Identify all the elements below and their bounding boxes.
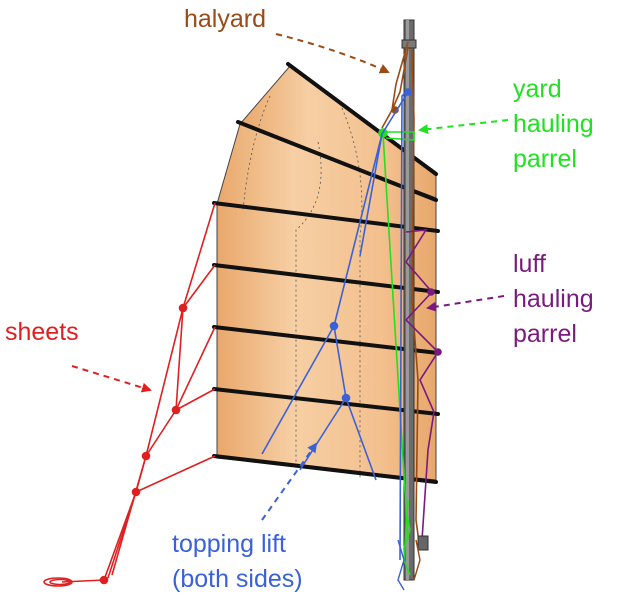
label-sheets-line-1: sheets — [5, 318, 79, 346]
sail-fold-line-1 — [295, 141, 322, 470]
luff-hauling-parrel-rope — [404, 229, 442, 541]
label-topping-lift-line-1: topping lift — [172, 530, 286, 558]
sheets-arrow — [71, 365, 152, 393]
mast — [401, 19, 417, 581]
mast-highlight — [406, 20, 409, 580]
batten-1 — [236, 120, 438, 202]
label-luff-hauling-parrel-line-3: parrel — [513, 320, 577, 348]
label-luff-hauling-parrel-line-2: hauling — [513, 285, 594, 313]
label-halyard: halyard — [184, 2, 266, 37]
mast-foot-fittings — [397, 509, 429, 591]
label-yard-hauling-parrel-line-1: yard — [513, 75, 562, 103]
sheets-rope — [43, 202, 216, 587]
topping-lift-point-2 — [341, 393, 351, 403]
sheet-block-4 — [131, 487, 141, 497]
label-sheets: sheets — [5, 315, 79, 350]
halyard-arrow — [275, 33, 390, 74]
deck-cleat — [417, 535, 429, 551]
label-topping-lift: topping lift (both sides) — [172, 527, 303, 597]
yard-hauling-parrel-arrow — [418, 119, 509, 135]
label-luff-hauling-parrel: luff hauling parrel — [513, 247, 594, 352]
label-yard-hauling-parrel-line-3: parrel — [513, 145, 577, 173]
label-topping-lift-line-2: (both sides) — [172, 565, 303, 593]
sail-fold-line-3 — [242, 95, 271, 211]
luff-parrel-point-2 — [434, 348, 442, 356]
label-yard-hauling-parrel: yard hauling parrel — [513, 72, 594, 177]
luff-hauling-parrel-arrow — [426, 295, 505, 312]
sheet-coil — [43, 577, 73, 587]
topping-lift-top-point — [404, 88, 412, 96]
boom — [212, 454, 438, 484]
label-luff-hauling-parrel-line-1: luff — [513, 250, 546, 278]
topping-lift-point-1 — [329, 321, 339, 331]
sail-fold-line-2 — [341, 107, 363, 478]
halyard-rope — [381, 41, 421, 551]
label-yard-hauling-parrel-line-2: hauling — [513, 110, 594, 138]
sheet-block-1 — [178, 303, 188, 313]
sheet-block-3 — [141, 451, 151, 461]
topping-lift-rope — [261, 88, 412, 561]
sheet-block-5 — [99, 575, 109, 585]
mast-top-cap — [401, 39, 417, 49]
topping-lift-arrow — [261, 442, 318, 521]
label-halyard-line-1: halyard — [184, 5, 266, 33]
sheet-block-2 — [171, 405, 181, 415]
luff-parrel-point-1 — [427, 288, 435, 296]
